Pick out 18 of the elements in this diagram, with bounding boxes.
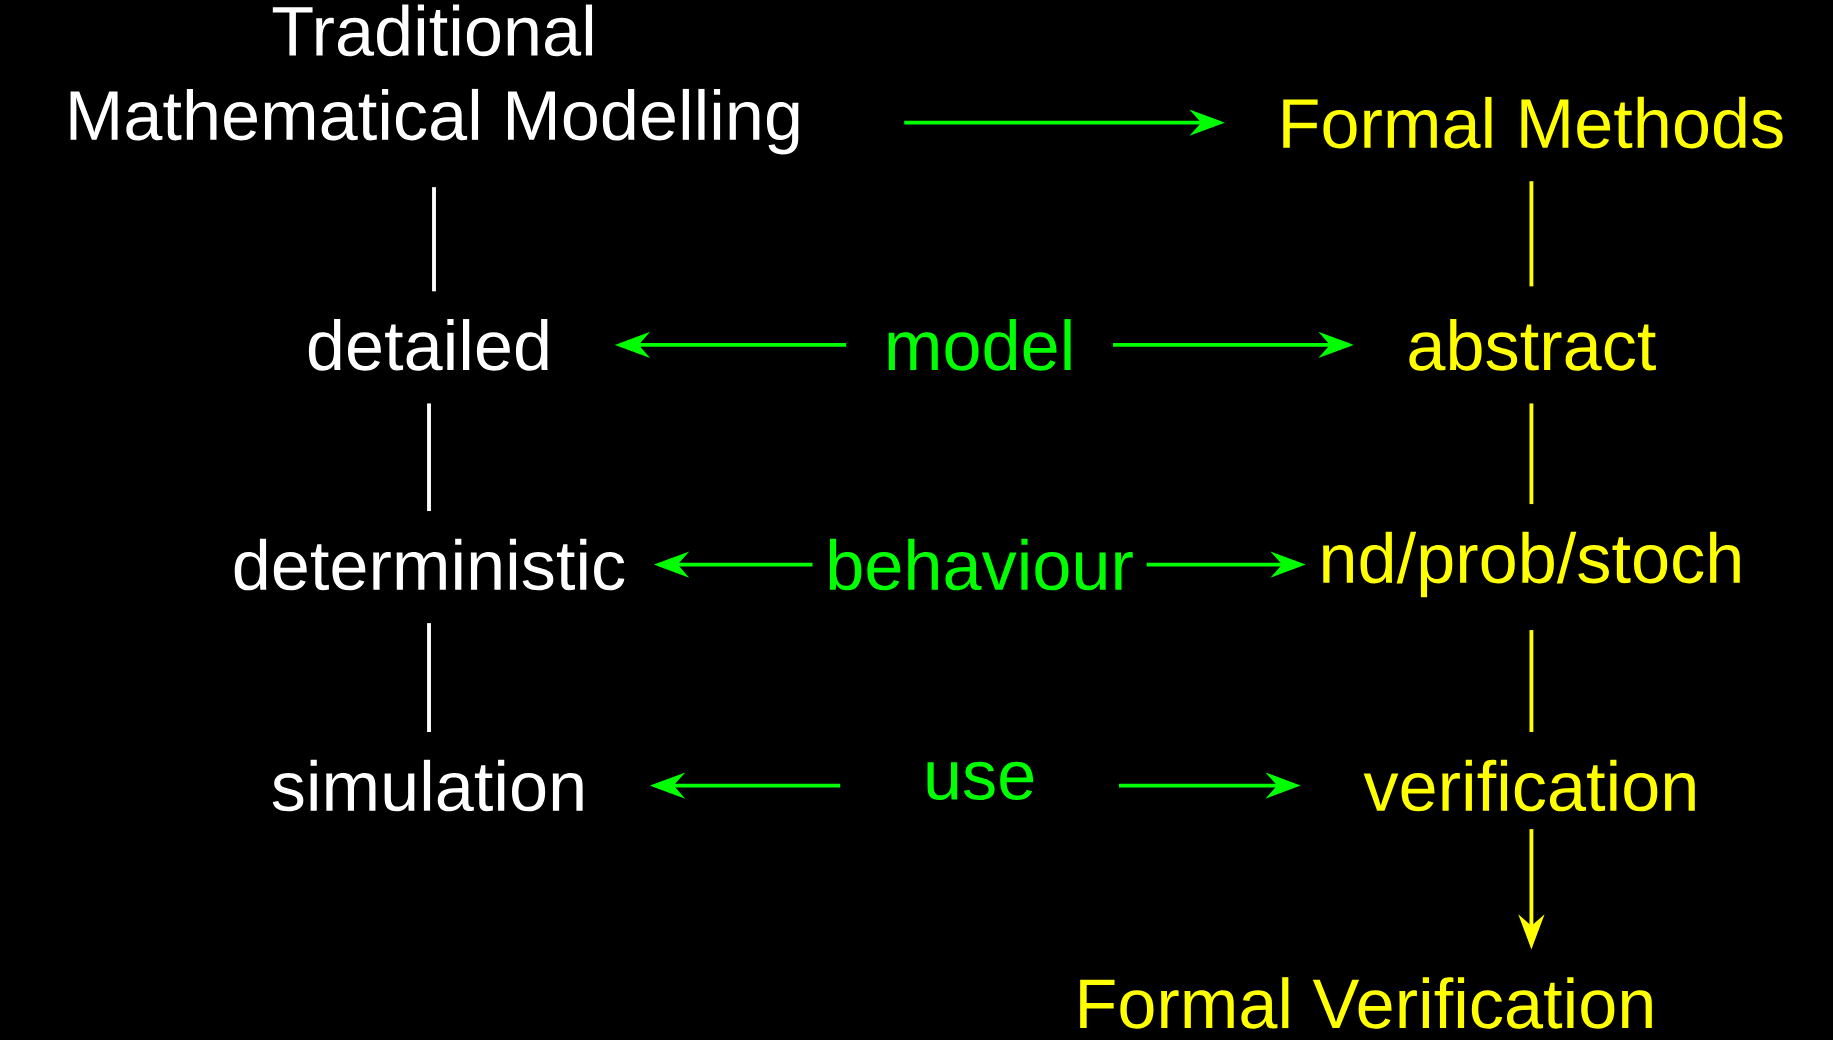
connector-line <box>1529 181 1534 287</box>
heading: Formal Verification <box>1080 977 1652 1029</box>
term-label: nd/prob/stoch <box>1323 531 1740 598</box>
term-label: detailed <box>308 319 548 371</box>
term-label: deterministic <box>234 538 625 591</box>
term-label: simulation <box>272 759 583 812</box>
heading: Traditional Mathematical Modelling <box>70 4 799 155</box>
term-label: model <box>888 319 1071 371</box>
term-label: verification <box>1363 759 1695 812</box>
connector-line <box>427 623 431 733</box>
heading: Formal Methods <box>1283 96 1783 149</box>
connector-line <box>1529 630 1534 733</box>
connector-line <box>432 187 436 292</box>
term-label: abstract <box>1409 319 1656 371</box>
term-label: behaviour <box>829 538 1133 591</box>
term-label: use <box>927 761 1034 801</box>
connector-line <box>427 403 431 512</box>
connector-line <box>1529 403 1534 505</box>
